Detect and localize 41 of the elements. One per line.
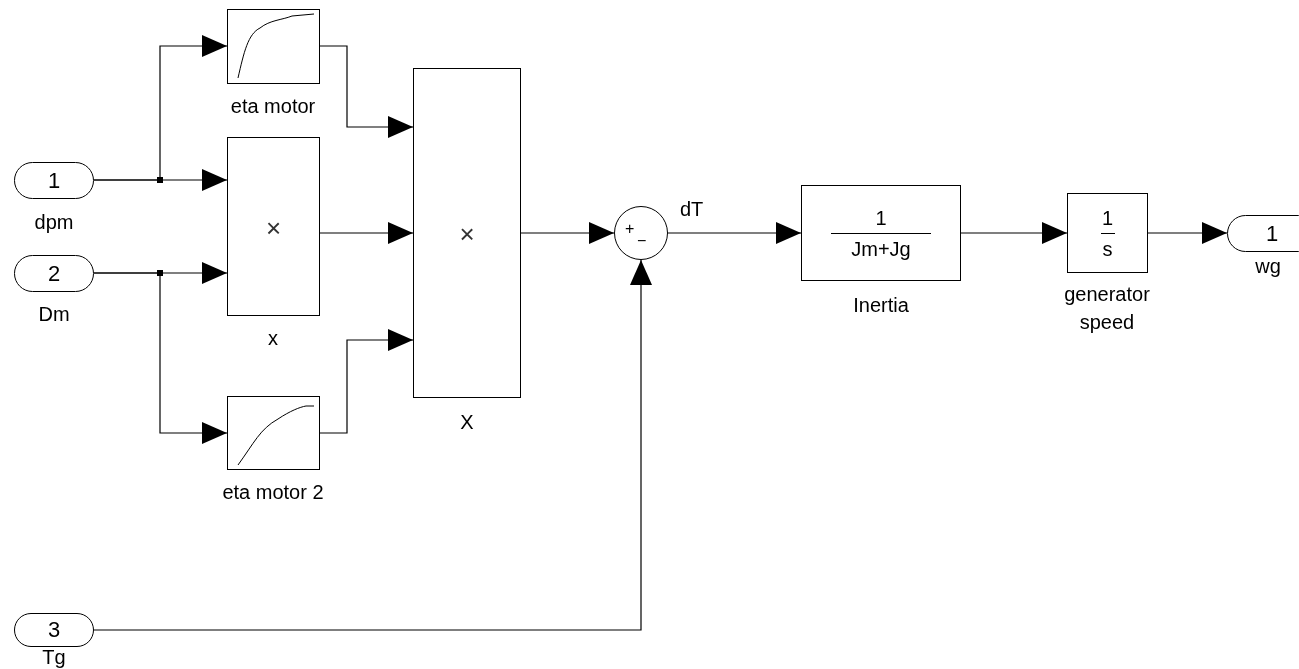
product-block <box>413 68 521 398</box>
block-label: X <box>460 410 474 435</box>
sign-symbol: − <box>637 233 647 249</box>
sum-junction <box>614 206 668 260</box>
signal-arrow <box>93 169 228 191</box>
port-number: 3 <box>47 617 61 643</box>
signal-arrow <box>93 259 652 631</box>
block-label: Tg <box>42 646 66 668</box>
fraction-numerator: 1 <box>1101 206 1114 229</box>
inport-terminal <box>14 613 94 647</box>
block-label: dpm <box>34 210 74 235</box>
sign-symbol: + <box>625 221 635 237</box>
signal-arrow <box>319 45 414 138</box>
transfer-function-block <box>1067 193 1148 273</box>
inport-terminal <box>14 162 94 199</box>
fraction-numerator: 1 <box>875 206 887 229</box>
fraction-denominator: Jm+Jg <box>851 237 911 260</box>
fraction-denominator: s <box>1102 237 1113 260</box>
port-number: 1 <box>1265 220 1279 247</box>
signal-arrow <box>1147 222 1228 244</box>
block-label: generator speed <box>1063 282 1151 335</box>
signal-arrow <box>520 222 615 244</box>
port-number: 2 <box>47 260 61 287</box>
block-label: x <box>268 326 278 351</box>
port-number: 1 <box>47 167 61 194</box>
outport-terminal <box>1227 215 1299 252</box>
block-label: eta motor 2 <box>222 480 324 505</box>
signal-arrow <box>319 222 414 244</box>
signal-arrow <box>960 222 1068 244</box>
signal-arrow <box>319 329 414 434</box>
block-label: Inertia <box>853 293 909 318</box>
block-label: eta motor <box>230 94 316 119</box>
block-label: wg <box>1255 254 1281 279</box>
block-label: Dm <box>38 302 70 327</box>
transfer-function-block <box>801 185 961 281</box>
product-block <box>227 137 320 316</box>
signal-arrow <box>93 272 228 444</box>
signal-arrow <box>667 222 802 244</box>
inport-terminal <box>14 255 94 292</box>
multiply-symbol: × <box>265 214 282 241</box>
multiply-symbol: × <box>459 221 475 247</box>
